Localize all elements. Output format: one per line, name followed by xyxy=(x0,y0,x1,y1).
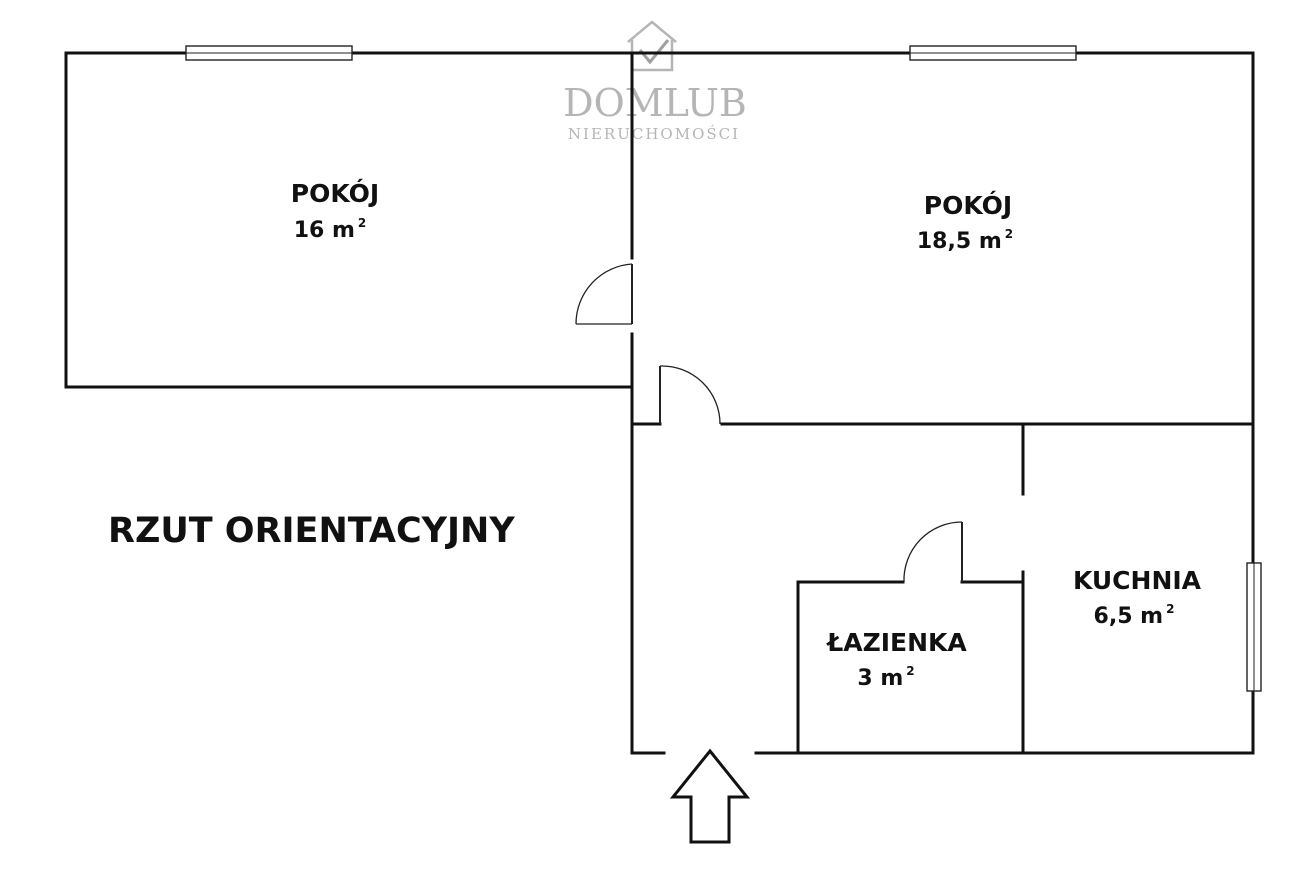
room-name: KUCHNIA xyxy=(1073,566,1202,595)
walls xyxy=(64,51,1255,755)
logo-name: DOMLUB xyxy=(563,81,747,125)
logo: DOMLUB NIERUCHOMOŚCI xyxy=(563,20,747,143)
plan-title: RZUT ORIENTACYJNY xyxy=(108,511,515,551)
room-name: ŁAZIENKA xyxy=(825,628,967,657)
room-name: POKÓJ xyxy=(924,190,1012,220)
door-right-room xyxy=(659,365,721,425)
window-left-room xyxy=(185,45,353,61)
up-arrow-icon xyxy=(669,748,751,844)
window-right-room xyxy=(909,45,1077,61)
window-kitchen xyxy=(1246,562,1262,692)
door-left-room xyxy=(575,263,633,325)
room-name: POKÓJ xyxy=(291,178,379,208)
door-bathroom xyxy=(903,521,963,583)
house-check-icon xyxy=(627,20,677,72)
windows xyxy=(185,45,1262,692)
logo-subtitle: NIERUCHOMOŚCI xyxy=(568,125,740,143)
doors xyxy=(575,263,963,583)
